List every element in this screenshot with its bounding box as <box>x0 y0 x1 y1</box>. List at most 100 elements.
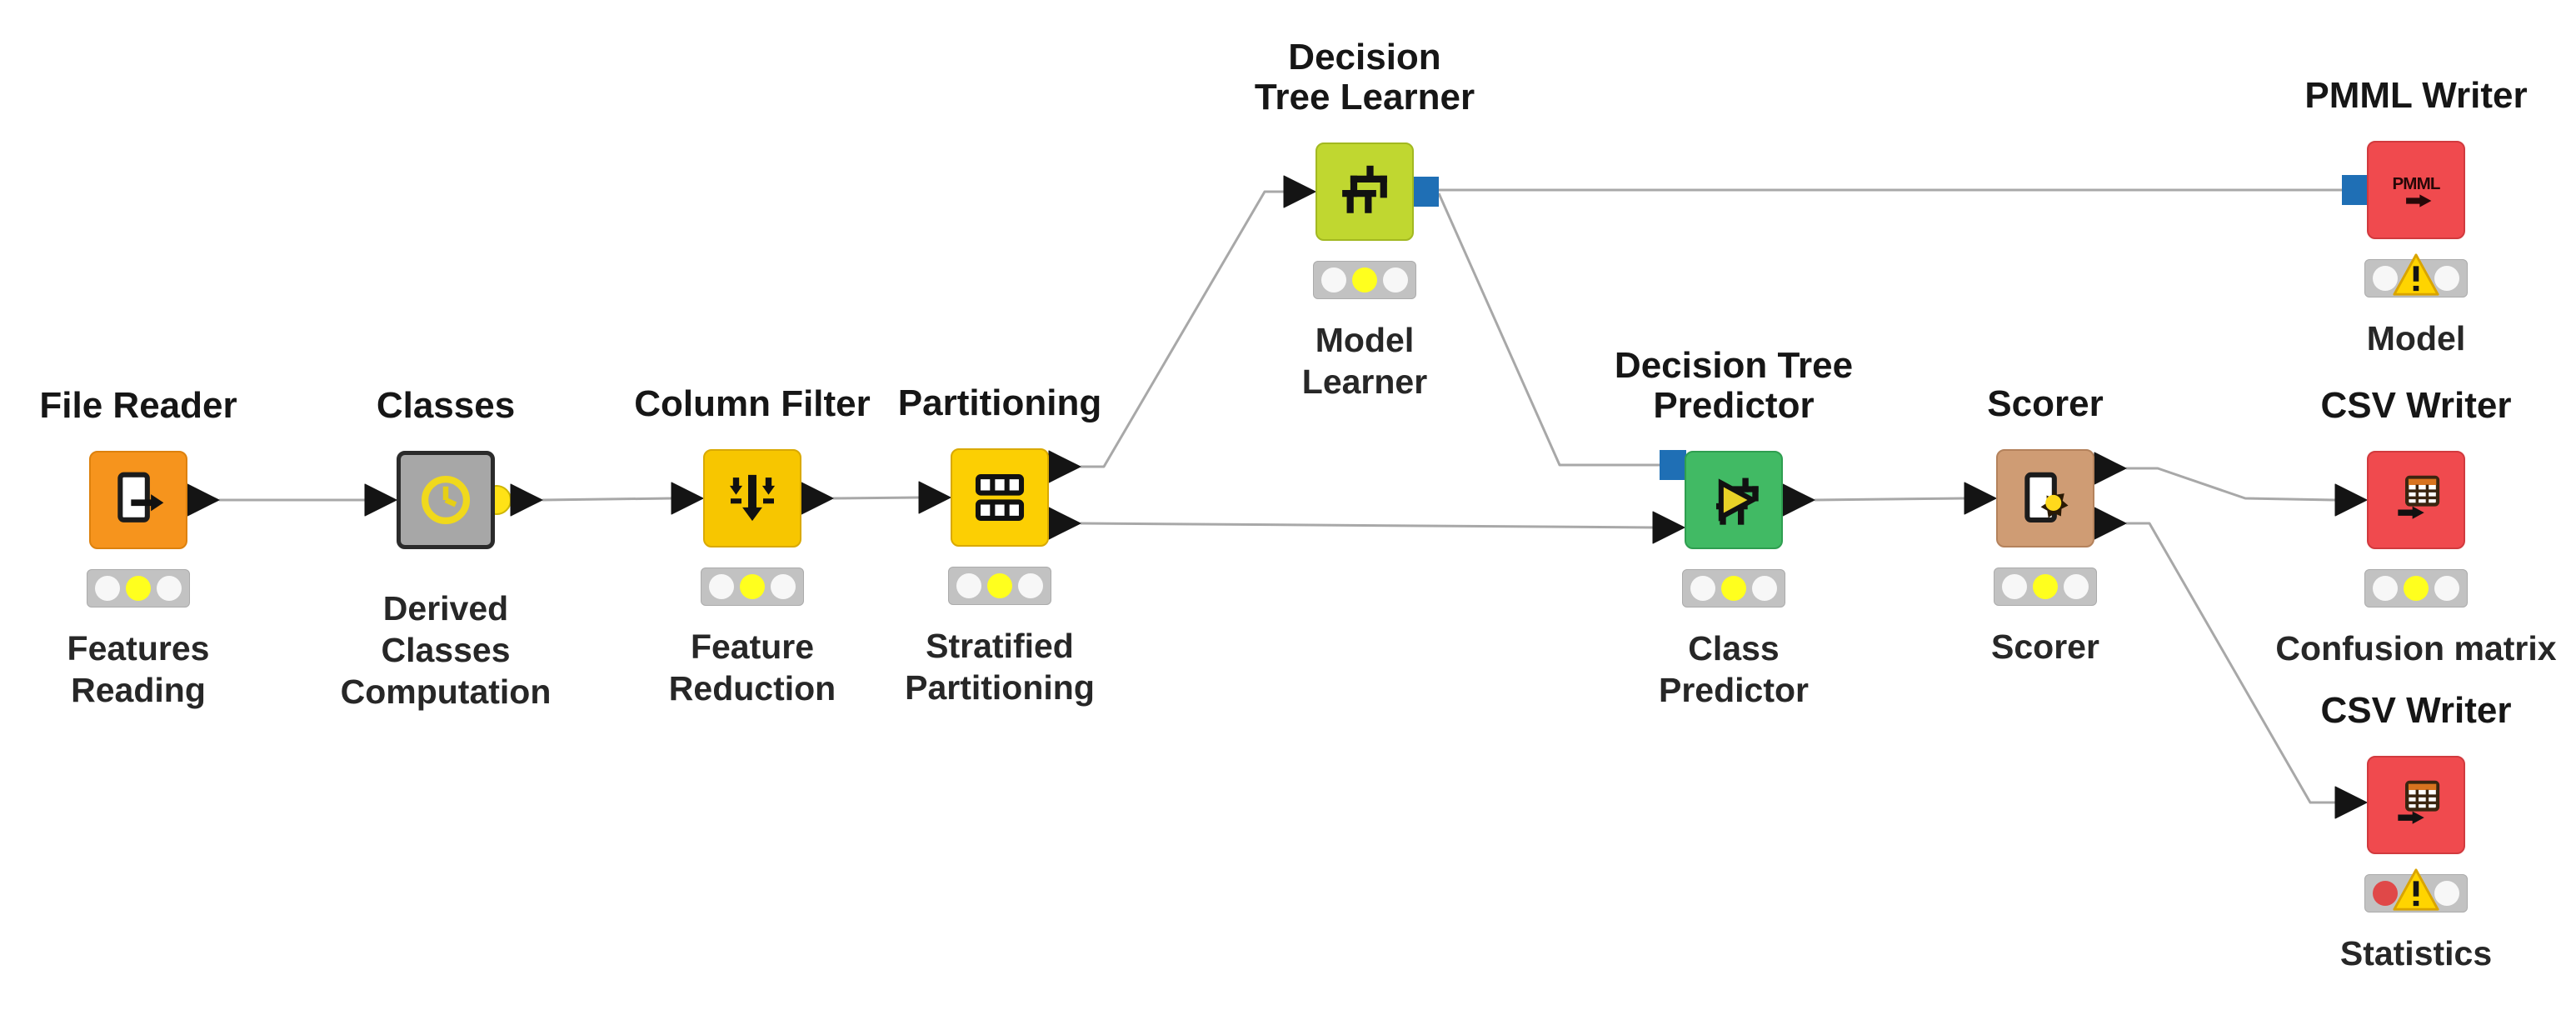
data-output-port-scorer[interactable] <box>2094 452 2127 485</box>
traffic-light-csv-writer-confusion <box>2364 569 2468 608</box>
node-classes[interactable] <box>397 451 495 549</box>
connection-classes-to-column-filter <box>542 497 672 502</box>
traffic-green-dot <box>1383 268 1408 292</box>
node-caption-line: Feature <box>690 628 815 666</box>
data-output-port-classes[interactable] <box>510 483 543 517</box>
warning-icon <box>2392 864 2440 916</box>
traffic-green-dot <box>2434 881 2459 906</box>
traffic-red-dot <box>2373 576 2398 601</box>
data-input-port-decision-tree-learner[interactable] <box>1283 175 1316 208</box>
node-csv-writer-confusion[interactable] <box>2367 451 2465 549</box>
node-title-pmml-writer: PMML Writer <box>2149 76 2576 116</box>
model-output-port-decision-tree-learner[interactable] <box>1412 177 1439 207</box>
data-input-port-decision-tree-predictor[interactable] <box>1652 511 1685 544</box>
node-caption-line: Scorer <box>1991 628 2099 666</box>
node-caption-line: Computation <box>340 672 552 711</box>
node-pmml-writer[interactable]: PMML <box>2367 141 2465 239</box>
csv-table-icon <box>2384 468 2449 532</box>
csv-table-icon <box>2384 772 2449 838</box>
data-input-port-classes[interactable] <box>364 483 397 517</box>
node-caption-line: Model <box>2366 319 2466 358</box>
traffic-green-dot <box>157 576 182 601</box>
traffic-red-dot <box>1690 576 1715 601</box>
data-output-port-file-reader[interactable] <box>187 483 220 517</box>
traffic-light-column-filter <box>701 568 804 606</box>
data-output-port-partitioning[interactable] <box>1048 450 1081 483</box>
traffic-yellow-dot <box>2404 576 2429 601</box>
node-caption-line: Reduction <box>668 669 836 708</box>
node-title-line: Scorer <box>1987 383 2104 424</box>
node-caption-scorer: Scorer <box>1779 626 2312 668</box>
node-caption-line: Partitioning <box>905 668 1095 707</box>
node-title-file-reader: File Reader <box>0 386 405 426</box>
node-title-scorer: Scorer <box>1779 384 2312 424</box>
data-input-port-csv-writer-confusion[interactable] <box>2334 483 2368 517</box>
node-partitioning[interactable] <box>951 448 1049 547</box>
node-title-line: Predictor <box>1653 385 1815 426</box>
connection-decision-tree-predictor-to-scorer <box>1814 497 1965 502</box>
traffic-green-dot <box>2434 266 2459 291</box>
node-caption-line: Learner <box>1301 362 1428 401</box>
data-input-port-csv-writer-statistics[interactable] <box>2334 786 2368 819</box>
traffic-red-dot <box>2373 881 2398 906</box>
node-caption-line: Statistics <box>2339 934 2493 972</box>
data-input-port-scorer[interactable] <box>1964 482 1997 515</box>
node-caption-line: Model <box>1315 321 1415 359</box>
data-output-port-decision-tree-predictor[interactable] <box>1782 483 1815 517</box>
traffic-light-scorer <box>1994 568 2097 606</box>
node-caption-line: Classes <box>381 631 511 669</box>
traffic-light-file-reader <box>87 569 190 608</box>
node-title-column-filter: Column Filter <box>486 384 1019 424</box>
node-title-line: Column Filter <box>634 383 871 424</box>
traffic-red-dot <box>95 576 120 601</box>
model-input-port-pmml-writer[interactable] <box>2342 175 2369 205</box>
node-caption-line: Class <box>1688 629 1780 668</box>
node-title-line: Tree Learner <box>1254 77 1475 118</box>
model-input-port-decision-tree-predictor[interactable] <box>1660 450 1686 480</box>
connection-scorer-to-csv-writer-confusion <box>2126 467 2336 502</box>
traffic-red-dot <box>2002 574 2027 599</box>
node-title-classes: Classes <box>179 386 712 426</box>
traffic-green-dot <box>2064 574 2089 599</box>
connection-partitioning-to-decision-tree-predictor <box>1080 522 1654 529</box>
node-title-partitioning: Partitioning <box>733 383 1266 423</box>
partitioning-icon <box>967 465 1032 530</box>
node-decision-tree-predictor[interactable] <box>1685 451 1783 549</box>
node-scorer[interactable] <box>1996 449 2094 548</box>
node-caption-line: Stratified <box>926 627 1074 665</box>
data-input-port-partitioning[interactable] <box>918 481 951 514</box>
traffic-light-pmml-writer <box>2364 253 2468 298</box>
traffic-red-dot <box>956 573 981 598</box>
traffic-green-dot <box>1752 576 1777 601</box>
traffic-green-dot <box>2434 576 2459 601</box>
file-export-icon <box>106 468 171 532</box>
clock-icon <box>413 468 478 532</box>
scorer-icon <box>2013 466 2078 531</box>
data-input-port-column-filter[interactable] <box>671 482 704 515</box>
data-output-port-partitioning[interactable] <box>1048 507 1081 540</box>
decision-tree-icon <box>1332 159 1397 224</box>
traffic-yellow-dot <box>1352 268 1377 292</box>
node-decision-tree-learner[interactable] <box>1315 142 1414 241</box>
traffic-light-decision-tree-learner <box>1313 261 1416 299</box>
traffic-yellow-dot <box>126 576 151 601</box>
node-title-csv-writer-confusion: CSV Writer <box>2149 386 2576 426</box>
node-caption-csv-writer-confusion: Confusion matrix <box>2149 628 2576 669</box>
data-output-port-column-filter[interactable] <box>801 482 834 515</box>
node-file-reader[interactable] <box>89 451 187 549</box>
connection-scorer-to-csv-writer-statistics <box>2126 522 2335 804</box>
node-column-filter[interactable] <box>703 449 801 548</box>
node-title-line: Decision <box>1288 37 1441 78</box>
node-csv-writer-statistics[interactable] <box>2367 756 2465 854</box>
traffic-light-csv-writer-statistics <box>2364 868 2468 912</box>
connection-partitioning-to-decision-tree-learner <box>1081 190 1284 468</box>
data-output-port-scorer[interactable] <box>2094 507 2127 540</box>
